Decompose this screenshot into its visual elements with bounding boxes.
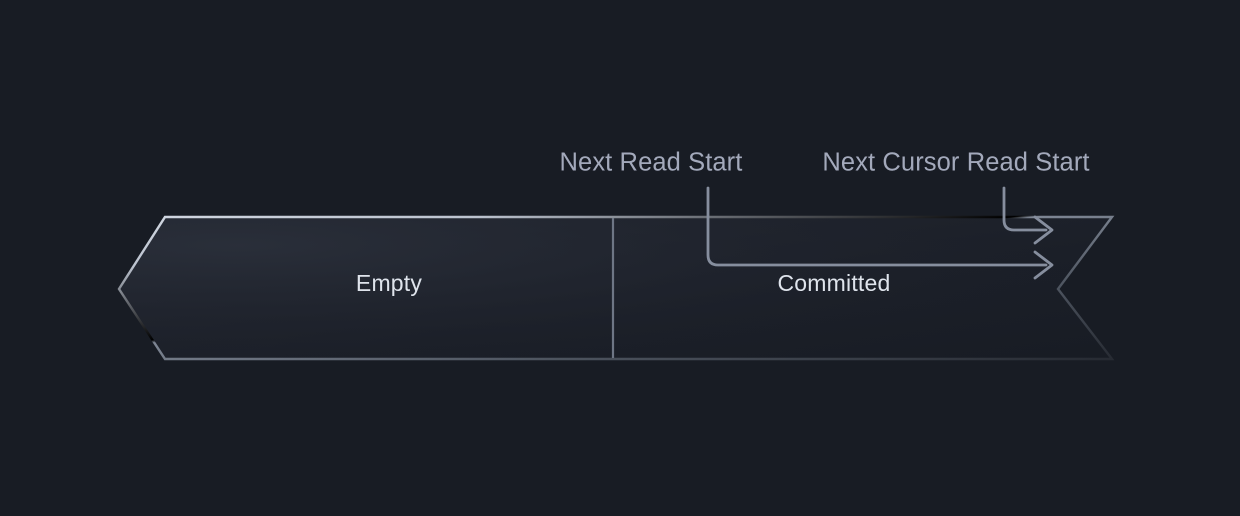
annotation-label-next-cursor-read-start: Next Cursor Read Start (822, 149, 1089, 177)
next-read-start-leader-line (706, 186, 1048, 267)
band-outline (117, 215, 1115, 361)
band-fill-glow (119, 217, 1112, 359)
segment-label-committed: Committed (778, 270, 891, 296)
next-cursor-read-start-leader-line (1002, 186, 1048, 232)
annotation-next-read-start (706, 186, 1054, 280)
next-cursor-read-start-arrowhead-icon (1033, 215, 1054, 245)
next-read-start-arrowhead-icon (1033, 250, 1054, 280)
segment-label-empty: Empty (356, 270, 422, 296)
annotation-next-cursor-read-start (1002, 186, 1054, 245)
annotation-label-next-read-start: Next Read Start (560, 149, 743, 177)
buffer-band (117, 215, 1115, 361)
